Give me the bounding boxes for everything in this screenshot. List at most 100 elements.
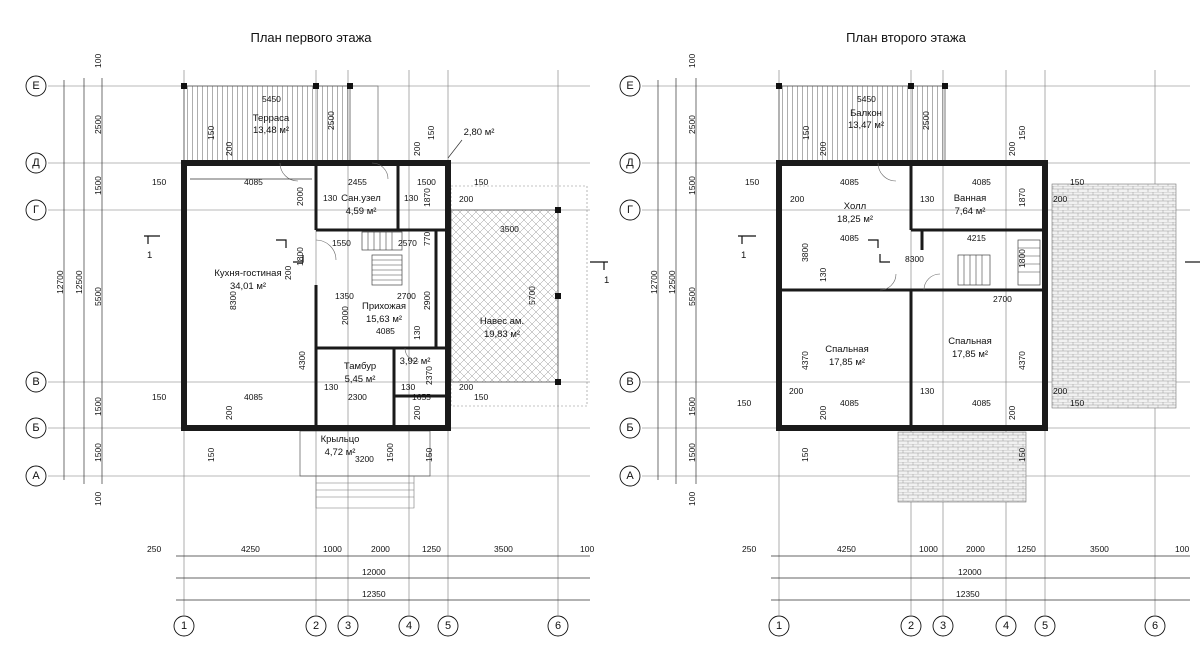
axis-row-D: Д xyxy=(619,152,641,174)
svg-text:130: 130 xyxy=(818,268,828,282)
svg-text:4250: 4250 xyxy=(241,544,260,554)
svg-text:5500: 5500 xyxy=(687,287,697,306)
svg-text:4085: 4085 xyxy=(840,233,859,243)
svg-text:1: 1 xyxy=(776,620,782,632)
svg-text:4085: 4085 xyxy=(244,392,263,402)
axis-markers: Е Д Г В Б А 1 2 3 4 5 6 xyxy=(619,75,1166,637)
svg-text:200: 200 xyxy=(412,406,422,420)
svg-text:А: А xyxy=(32,470,40,482)
svg-text:А: А xyxy=(626,470,634,482)
axis-row-E: Е xyxy=(25,75,47,97)
axis-row-A: А xyxy=(25,465,47,487)
svg-text:130: 130 xyxy=(324,382,338,392)
axis-row-V: В xyxy=(25,371,47,393)
svg-text:150: 150 xyxy=(737,398,751,408)
svg-text:1500: 1500 xyxy=(687,397,697,416)
svg-text:Кухня-гостиная: Кухня-гостиная xyxy=(214,268,281,279)
svg-text:19,83 м²: 19,83 м² xyxy=(484,329,520,340)
svg-text:1000: 1000 xyxy=(919,544,938,554)
axis-row-G: Г xyxy=(25,199,47,221)
svg-text:200: 200 xyxy=(1053,194,1067,204)
svg-text:150: 150 xyxy=(745,177,759,187)
svg-text:150: 150 xyxy=(1017,448,1027,462)
svg-text:5: 5 xyxy=(445,620,451,632)
svg-text:2455: 2455 xyxy=(348,177,367,187)
svg-text:150: 150 xyxy=(474,392,488,402)
svg-text:12350: 12350 xyxy=(362,589,386,599)
svg-text:4300: 4300 xyxy=(297,351,307,370)
inner-dimensions: 5450 2500 150 200 150 4085 4085 200 150 … xyxy=(737,94,1084,462)
svg-text:Ванная: Ванная xyxy=(954,193,987,204)
inner-dimensions: 5450 2500 150 200 150 200 4085 2455 1500… xyxy=(152,94,537,464)
room-labels: Балкон 13,47 м² Холл 18,25 м² Ванная 7,6… xyxy=(825,108,991,368)
axis-col-5: 5 xyxy=(437,615,459,637)
svg-text:150: 150 xyxy=(152,392,166,402)
svg-text:4250: 4250 xyxy=(837,544,856,554)
svg-text:13,47 м²: 13,47 м² xyxy=(848,120,884,131)
svg-text:100: 100 xyxy=(687,54,697,68)
svg-text:1500: 1500 xyxy=(385,443,395,462)
svg-text:100: 100 xyxy=(580,544,594,554)
svg-text:2: 2 xyxy=(908,620,914,632)
svg-text:Б: Б xyxy=(32,422,39,434)
svg-text:12000: 12000 xyxy=(362,567,386,577)
svg-text:12000: 12000 xyxy=(958,567,982,577)
svg-text:200: 200 xyxy=(1007,406,1017,420)
svg-text:Е: Е xyxy=(32,80,39,92)
svg-text:6: 6 xyxy=(555,620,561,632)
svg-text:Холл: Холл xyxy=(844,201,866,212)
svg-text:Д: Д xyxy=(626,157,634,169)
axis-row-A: А xyxy=(619,465,641,487)
svg-text:150: 150 xyxy=(800,448,810,462)
svg-text:1500: 1500 xyxy=(93,397,103,416)
svg-text:5700: 5700 xyxy=(527,286,537,305)
svg-text:Спальная: Спальная xyxy=(825,344,868,355)
svg-text:2300: 2300 xyxy=(348,392,367,402)
axis-col-3: 3 xyxy=(932,615,954,637)
svg-text:В: В xyxy=(32,376,39,388)
exterior-walls xyxy=(181,160,451,431)
svg-text:13,48 м²: 13,48 м² xyxy=(253,125,289,136)
svg-text:17,85 м²: 17,85 м² xyxy=(829,357,865,368)
svg-text:200: 200 xyxy=(818,142,828,156)
svg-text:130: 130 xyxy=(323,193,337,203)
svg-text:2: 2 xyxy=(313,620,319,632)
axis-row-B: Б xyxy=(619,417,641,439)
svg-text:130: 130 xyxy=(920,386,934,396)
svg-text:130: 130 xyxy=(412,326,422,340)
svg-text:100: 100 xyxy=(93,492,103,506)
svg-text:34,01 м²: 34,01 м² xyxy=(230,281,266,292)
interior-walls xyxy=(779,163,1045,428)
svg-text:1500: 1500 xyxy=(93,443,103,462)
axis-col-1: 1 xyxy=(768,615,790,637)
svg-text:5450: 5450 xyxy=(262,94,281,104)
svg-text:В: В xyxy=(626,376,633,388)
svg-text:250: 250 xyxy=(742,544,756,554)
svg-text:200: 200 xyxy=(412,142,422,156)
svg-text:200: 200 xyxy=(789,386,803,396)
svg-text:250: 250 xyxy=(147,544,161,554)
section-mark-right: 1 xyxy=(604,275,609,286)
axis-col-3: 3 xyxy=(337,615,359,637)
svg-text:1655: 1655 xyxy=(412,392,431,402)
svg-text:150: 150 xyxy=(801,126,811,140)
svg-text:Терраса: Терраса xyxy=(253,113,290,124)
svg-text:Навес ам.: Навес ам. xyxy=(480,316,524,327)
svg-text:5,45 м²: 5,45 м² xyxy=(345,374,376,385)
svg-text:1870: 1870 xyxy=(422,188,432,207)
svg-text:4085: 4085 xyxy=(376,326,395,336)
svg-text:200: 200 xyxy=(459,194,473,204)
svg-text:Балкон: Балкон xyxy=(850,108,882,119)
svg-text:Сан.узел: Сан.узел xyxy=(341,193,381,204)
axis-row-B: Б xyxy=(25,417,47,439)
svg-text:Крыльцо: Крыльцо xyxy=(321,434,360,445)
svg-text:100: 100 xyxy=(1175,544,1189,554)
svg-text:150: 150 xyxy=(1070,398,1084,408)
interior-walls xyxy=(314,163,448,428)
svg-text:3500: 3500 xyxy=(500,224,519,234)
svg-text:Б: Б xyxy=(626,422,633,434)
svg-text:12350: 12350 xyxy=(956,589,980,599)
axis-row-V: В xyxy=(619,371,641,393)
svg-text:Д: Д xyxy=(32,157,40,169)
svg-text:100: 100 xyxy=(93,54,103,68)
